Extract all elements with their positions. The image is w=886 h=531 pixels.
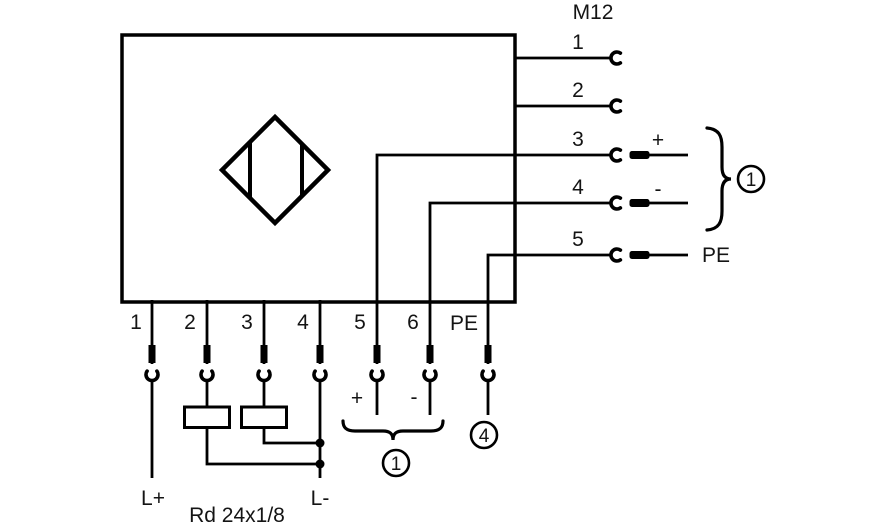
wire-pe-to-m12-5 — [486, 253, 611, 364]
device-housing — [120, 33, 517, 304]
terminal-1-label: 1 — [130, 311, 142, 334]
junction-dot — [315, 438, 325, 448]
terminal-pe-label: PE — [450, 312, 478, 335]
wire-ferrule-icon — [484, 345, 492, 363]
terminal-4 — [312, 300, 328, 478]
junction-dot — [315, 459, 325, 469]
m12-pin-5-pe-label: PE — [702, 244, 730, 267]
socket-contact-icon — [199, 369, 215, 383]
socket-contact-icon — [609, 50, 623, 66]
m12-pin-3: 3 + — [572, 128, 688, 163]
wire-ferrule-icon — [260, 345, 268, 363]
socket-contact-icon — [609, 98, 623, 114]
terminal-6-label: 6 — [407, 311, 419, 334]
m12-note-1-badge: 1 — [736, 164, 766, 194]
internal-wiring — [375, 153, 611, 364]
terminal-4-label: 4 — [297, 311, 309, 334]
wire-ferrule-icon — [373, 345, 381, 363]
m12-pin-4: 4 - — [572, 176, 688, 211]
socket-contact-icon — [609, 195, 623, 211]
terminal-5: + — [351, 345, 385, 415]
m12-pin-4-number: 4 — [572, 176, 584, 199]
m12-label: M12 — [573, 1, 614, 24]
m12-pin-2-number: 2 — [572, 79, 584, 102]
thread-label: Rd 24x1/8 — [189, 504, 285, 527]
m12-pin-3-number: 3 — [572, 128, 584, 151]
m12-connector: M12 1 2 3 + 4 - 5 — [515, 1, 766, 267]
m12-pin-1: 1 — [515, 31, 623, 66]
m12-pin-4-polarity: - — [655, 178, 662, 201]
socket-contact-icon — [369, 369, 385, 383]
socket-contact-icon — [422, 369, 438, 383]
supply-positive-label: L+ — [141, 487, 165, 510]
wire-ferrule-icon — [629, 151, 650, 159]
wire-ferrule-icon — [203, 345, 211, 363]
m12-group-brace-icon — [705, 126, 732, 232]
socket-contact-icon — [609, 247, 623, 263]
wire-ferrule-icon — [316, 345, 324, 363]
flow-sensor-diamond-icon — [218, 113, 332, 227]
terminal-1 — [144, 300, 160, 478]
socket-contact-icon — [256, 369, 272, 383]
supply-negative-label: L- — [311, 487, 330, 510]
m12-note-number: 1 — [746, 170, 757, 191]
load-resistor-icon — [183, 405, 231, 429]
socket-contact-icon — [144, 369, 160, 383]
wire-pin6-to-m12-4 — [428, 201, 611, 364]
terminal-note-number: 1 — [391, 454, 402, 475]
wire-ferrule-icon — [629, 251, 650, 259]
terminal-6-polarity: - — [411, 386, 418, 409]
wire-pin5-to-m12-3 — [375, 153, 611, 364]
terminal-5-polarity: + — [351, 387, 363, 410]
wire-ferrule-icon — [426, 345, 434, 363]
wire-ferrule-icon — [148, 345, 156, 363]
terminal-group-brace-icon — [341, 419, 445, 441]
terminal-2 — [183, 300, 320, 466]
terminal-5-label: 5 — [354, 311, 366, 334]
terminal-pe — [480, 345, 496, 415]
terminal-3-label: 3 — [241, 311, 253, 334]
device-body — [120, 33, 517, 304]
load-resistor-icon — [240, 405, 288, 429]
terminal-6: - — [411, 345, 438, 415]
terminal-2-label: 2 — [184, 311, 196, 334]
m12-pin-2: 2 — [515, 79, 623, 114]
socket-contact-icon — [312, 369, 328, 383]
terminal-3 — [240, 300, 320, 445]
socket-contact-icon — [480, 369, 496, 383]
terminal-side: 1 2 3 4 5 6 PE — [130, 300, 499, 527]
wire-ferrule-icon — [629, 199, 650, 207]
pe-note-4-badge: 4 — [469, 420, 499, 450]
note-circle-icon — [381, 448, 411, 478]
m12-pin-5: 5 PE — [572, 228, 730, 267]
m12-pin-3-polarity: + — [652, 129, 664, 152]
pe-note-number: 4 — [479, 426, 490, 447]
note-circle-icon — [736, 164, 766, 194]
socket-contact-icon — [609, 147, 623, 163]
m12-pin-1-number: 1 — [572, 31, 584, 54]
note-circle-icon — [469, 420, 499, 450]
m12-pin-5-number: 5 — [572, 228, 584, 251]
terminal-note-1-badge: 1 — [381, 448, 411, 478]
